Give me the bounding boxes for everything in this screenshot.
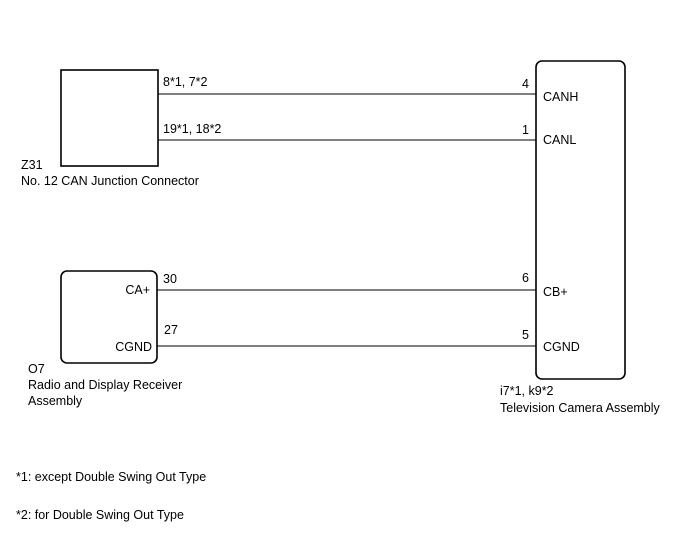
radio-pin-cgnd: 27 — [164, 323, 178, 337]
junction-name: No. 12 CAN Junction Connector — [21, 174, 199, 188]
radio-code: O7 — [28, 362, 45, 376]
camera-terminal-cb-plus: CB+ — [543, 285, 568, 299]
camera-terminal-cgnd: CGND — [543, 340, 580, 354]
camera-pin-cgnd: 5 — [522, 328, 529, 342]
camera-pin-cb-plus: 6 — [522, 271, 529, 285]
radio-terminal-ca-plus: CA+ — [125, 283, 150, 297]
radio-name-line2: Assembly — [28, 394, 83, 408]
camera-terminal-canl: CANL — [543, 133, 576, 147]
camera-assembly-box — [535, 60, 626, 380]
junction-code: Z31 — [21, 158, 43, 172]
radio-pin-ca-plus: 30 — [163, 272, 177, 286]
junction-pin-canh: 8*1, 7*2 — [163, 75, 208, 89]
camera-terminal-canh: CANH — [543, 90, 578, 104]
camera-name: Television Camera Assembly — [500, 401, 661, 415]
camera-pin-canl: 1 — [522, 123, 529, 137]
radio-name-line1: Radio and Display Receiver — [28, 378, 182, 392]
radio-receiver-box — [60, 270, 158, 364]
junction-pin-canl: 19*1, 18*2 — [163, 122, 221, 136]
footnote-1: *1: except Double Swing Out Type — [16, 470, 206, 484]
radio-terminal-cgnd: CGND — [115, 340, 152, 354]
junction-connector-box — [60, 69, 159, 167]
camera-pin-canh: 4 — [522, 77, 529, 91]
footnote-2: *2: for Double Swing Out Type — [16, 508, 184, 522]
camera-code: i7*1, k9*2 — [500, 384, 554, 398]
